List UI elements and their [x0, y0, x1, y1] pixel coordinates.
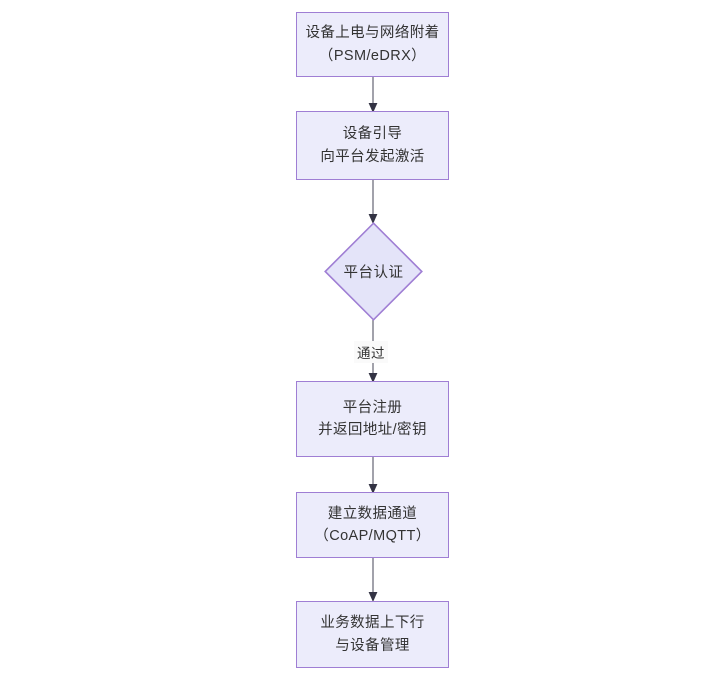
connector-n2-n3 — [368, 179, 378, 224]
diamond-shape — [324, 222, 423, 321]
node-data-channel[interactable]: 建立数据通道 （CoAP/MQTT） — [296, 492, 449, 558]
node-line-1: 平台认证 — [343, 265, 404, 281]
node-line-1: 建立数据通道 — [327, 505, 418, 522]
node-device-power-on[interactable]: 设备上电与网络附着 （PSM/eDRX） — [296, 12, 449, 77]
node-line-1: 设备上电与网络附着 — [305, 25, 440, 42]
node-line-2: 向平台发起激活 — [320, 148, 425, 165]
node-line-2: （PSM/eDRX） — [318, 47, 427, 64]
node-line-1: 业务数据上下行 — [320, 615, 425, 632]
node-platform-auth[interactable]: 平台认证 — [324, 222, 423, 321]
connector-n5-n6 — [368, 557, 378, 602]
node-business-data[interactable]: 业务数据上下行 与设备管理 — [296, 601, 449, 668]
node-line-1: 平台注册 — [342, 399, 403, 416]
node-line-1: 设备引导 — [342, 126, 403, 143]
connector-n4-n5 — [368, 456, 378, 494]
node-line-2: 并返回地址/密钥 — [318, 422, 427, 438]
node-line-2: 与设备管理 — [335, 637, 410, 654]
connector-n1-n2 — [368, 76, 378, 113]
node-device-bootstrap[interactable]: 设备引导 向平台发起激活 — [296, 111, 449, 180]
edge-label-pass: 通过 — [354, 341, 388, 363]
node-line-2: （CoAP/MQTT） — [314, 528, 431, 544]
node-platform-registration[interactable]: 平台注册 并返回地址/密钥 — [296, 381, 449, 457]
